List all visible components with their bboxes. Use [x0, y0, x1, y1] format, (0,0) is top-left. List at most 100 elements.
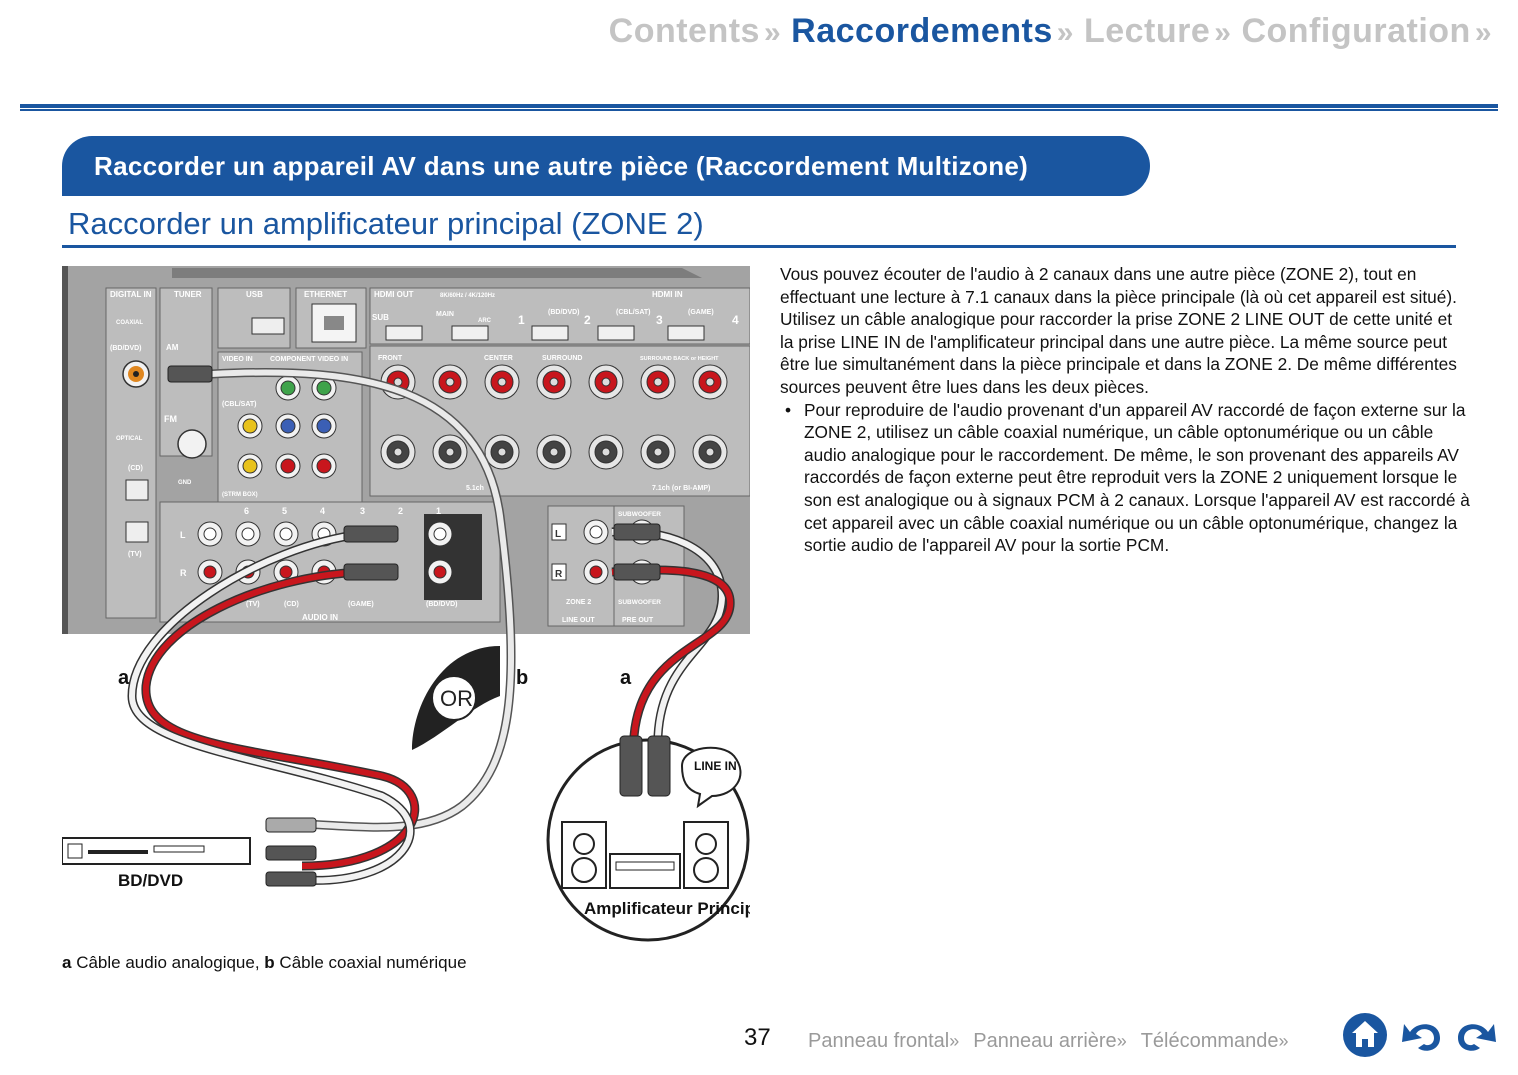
- audio-in-5-label: 5: [282, 506, 287, 516]
- hdmi-in-bd-label: (BD/DVD): [548, 309, 580, 316]
- usb-label: USB: [246, 290, 263, 299]
- nav-contents-label: Contents: [608, 12, 760, 50]
- chevron-right-icon: »: [1056, 16, 1074, 49]
- hdmi-in-4-label: 4: [732, 313, 739, 327]
- footer-link-panneau-arriere[interactable]: Panneau arrière»: [973, 1030, 1126, 1053]
- header-rule: [20, 104, 1498, 108]
- am-label: AM: [166, 343, 179, 352]
- audio-in-2-label: 2: [398, 506, 403, 516]
- footer-link-telecommande[interactable]: Télécommande»: [1141, 1030, 1289, 1053]
- cable-a-label-right: a: [620, 667, 632, 689]
- top-navigation: Contents» Raccordements» Lecture» Config…: [609, 12, 1492, 51]
- audio-in-l-label: L: [180, 530, 186, 540]
- audio-tv-label: (TV): [246, 601, 260, 608]
- zone2-label: ZONE 2: [566, 599, 591, 606]
- video-strm-box-label: (STRM BOX): [222, 492, 258, 498]
- video-in-label: VIDEO IN: [222, 356, 253, 363]
- cable-b-label: b: [516, 667, 528, 689]
- hdmi-in-cbl-label: (CBL/SAT): [616, 309, 650, 316]
- footer-link-panneau-frontal[interactable]: Panneau frontal»: [808, 1030, 959, 1053]
- audio-in-6-label: 6: [244, 506, 249, 516]
- optical-label: OPTICAL: [116, 436, 143, 442]
- front-label: FRONT: [378, 355, 403, 362]
- ch-71-label: 7.1ch (or BI-AMP): [652, 485, 710, 492]
- or-label: OR: [440, 686, 473, 711]
- footer-link-label: Télécommande: [1140, 1030, 1279, 1052]
- hdmi-in-3-label: 3: [656, 313, 663, 327]
- intro-paragraph: Vous pouvez écouter de l'audio à 2 canau…: [780, 264, 1457, 397]
- nav-configuration-link[interactable]: Configuration»: [1241, 12, 1492, 51]
- audio-in-1-label: 1: [436, 506, 441, 516]
- nav-raccordements-link[interactable]: Raccordements»: [791, 12, 1074, 51]
- chevron-right-icon: »: [1214, 16, 1232, 49]
- video-cbl-sat-label: (CBL/SAT): [222, 401, 256, 408]
- back-icon[interactable]: [1396, 1010, 1446, 1060]
- audio-in-4-label: 4: [320, 506, 325, 516]
- audio-in-label: AUDIO IN: [302, 613, 338, 622]
- hdmi-in-1-label: 1: [518, 313, 525, 327]
- chevron-right-icon: »: [763, 16, 782, 49]
- digital-in-label: DIGITAL IN: [110, 290, 152, 299]
- surround-back-label: SURROUND BACK or HEIGHT: [640, 356, 719, 362]
- caption-a-key: a: [62, 953, 72, 972]
- section-banner: Raccorder un appareil AV dans une autre …: [62, 136, 1150, 196]
- zone2-r-label: R: [555, 569, 563, 580]
- page-number: 37: [744, 1024, 771, 1051]
- hdmi-main-label: MAIN: [436, 311, 454, 318]
- hdmi-sub-label: SUB: [372, 313, 389, 322]
- coaxial-bd-label: (BD/DVD): [110, 345, 142, 352]
- home-icon[interactable]: [1340, 1010, 1390, 1060]
- caption-b-key: b: [264, 953, 275, 972]
- component-video-in-label: COMPONENT VIDEO IN: [270, 356, 348, 363]
- page-title: Raccorder un amplificateur principal (ZO…: [68, 206, 704, 241]
- footer-navigation: Panneau frontal» Panneau arrière» Téléco…: [808, 1030, 1289, 1053]
- ch-51-label: 5.1ch: [466, 485, 484, 492]
- ethernet-label: ETHERNET: [304, 290, 347, 299]
- optical-tv-label: (TV): [128, 551, 142, 558]
- banner-title: Raccorder un appareil AV dans une autre …: [94, 150, 1029, 181]
- hdmi-out-label: HDMI OUT: [374, 290, 414, 299]
- nav-configuration-label: Configuration: [1241, 12, 1471, 50]
- hdmi-in-label: HDMI IN: [652, 290, 683, 299]
- bd-dvd-label: BD/DVD: [118, 871, 183, 890]
- surround-label: SURROUND: [542, 355, 582, 362]
- cable-a-label-left: a: [118, 667, 130, 689]
- connection-diagram: DIGITAL IN TUNER USB ETHERNET HDMI OUT 8…: [62, 266, 750, 946]
- nav-raccordements-label: Raccordements: [791, 12, 1053, 50]
- footer-link-label: Panneau arrière: [973, 1030, 1117, 1052]
- chevron-right-icon: »: [949, 1031, 960, 1051]
- caption-a-text: Câble audio analogique,: [71, 953, 265, 972]
- zone2-l-label: L: [555, 529, 561, 540]
- forward-icon[interactable]: [1452, 1010, 1502, 1060]
- header-rule-thin: [20, 109, 1498, 111]
- fm-label: FM: [164, 414, 177, 424]
- hdmi-arc-label: ARC: [478, 318, 492, 324]
- amp-label: Amplificateur Principal: [584, 899, 750, 918]
- nav-lecture-link[interactable]: Lecture»: [1084, 12, 1232, 51]
- nav-lecture-label: Lecture: [1083, 12, 1211, 50]
- nav-contents-link[interactable]: Contents»: [609, 12, 782, 51]
- chevron-right-icon: »: [1474, 16, 1492, 49]
- line-out-label: LINE OUT: [562, 617, 595, 624]
- audio-bd-dvd-label: (BD/DVD): [426, 601, 458, 608]
- chevron-right-icon: »: [1278, 1031, 1289, 1051]
- notes-list: Pour reproduire de l'audio provenant d'u…: [780, 399, 1470, 557]
- tuner-label: TUNER: [174, 290, 202, 299]
- audio-in-3-label: 3: [360, 506, 365, 516]
- hdmi-in-game-label: (GAME): [688, 309, 714, 316]
- title-rule: [62, 245, 1456, 248]
- audio-in-r-label: R: [180, 568, 187, 578]
- coaxial-label: COAXIAL: [116, 320, 143, 326]
- subwoofer-top-label: SUBWOOFER: [618, 511, 661, 518]
- subwoofer-label: SUBWOOFER: [618, 599, 661, 606]
- body-text: Vous pouvez écouter de l'audio à 2 canau…: [780, 263, 1470, 557]
- audio-game-label: (GAME): [348, 601, 374, 608]
- chevron-right-icon: »: [1116, 1031, 1127, 1051]
- pre-out-label: PRE OUT: [622, 617, 654, 624]
- footer-icon-buttons: [1340, 1010, 1502, 1060]
- center-label: CENTER: [484, 355, 513, 362]
- caption-b-text: Câble coaxial numérique: [274, 953, 467, 972]
- diagram-caption: a Câble audio analogique, b Câble coaxia…: [62, 953, 467, 973]
- footer-link-label: Panneau frontal: [808, 1030, 950, 1052]
- line-in-label: LINE IN: [694, 759, 737, 773]
